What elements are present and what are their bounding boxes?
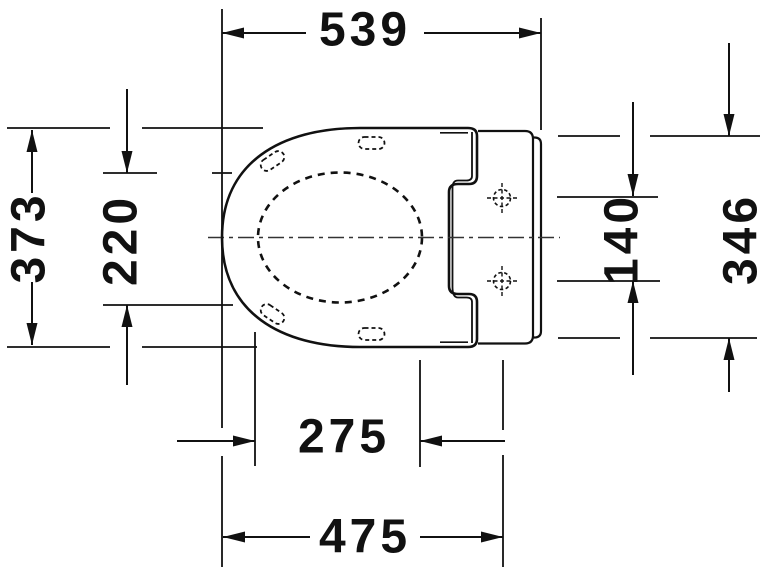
arrowhead-down [121,151,133,173]
dim-label-hole-spacing: 140 [596,193,649,285]
dim-label-opening-width: 220 [95,194,148,286]
arrowhead-up [26,130,38,152]
arrowheads [26,27,735,543]
arrowhead-right [519,27,541,39]
bumper-pad-front-bottom [259,303,286,325]
bumper-pad-rear-top [357,136,386,150]
mounting-hole-bottom [487,266,517,296]
arrowhead-down [627,174,639,196]
extension-lines [7,9,760,567]
dimension-labels: 539 373 220 140 346 275 475 [3,4,763,564]
arrowhead-up [121,305,133,327]
bumper-pad-front-top [259,150,286,172]
mounting-hole-top [487,183,517,213]
arrowhead-left [420,435,442,447]
arrowhead-right [481,531,503,543]
bumper-pad-rear-bottom [357,327,386,341]
arrowhead-left [223,531,245,543]
arrowhead-left [222,27,244,39]
bumper-pads [259,136,386,341]
arrowhead-right [233,435,255,447]
arrowhead-down [26,323,38,345]
dim-label-overall-length: 539 [319,4,411,57]
dim-label-plate-height: 346 [715,193,763,285]
arrowhead-down [723,114,735,136]
dim-label-overall-width: 373 [3,191,56,283]
arrowhead-up [627,281,639,303]
arrowhead-up [723,338,735,360]
dim-label-opening-length: 275 [298,411,390,464]
dim-label-front-to-hole-axis: 475 [319,511,411,564]
